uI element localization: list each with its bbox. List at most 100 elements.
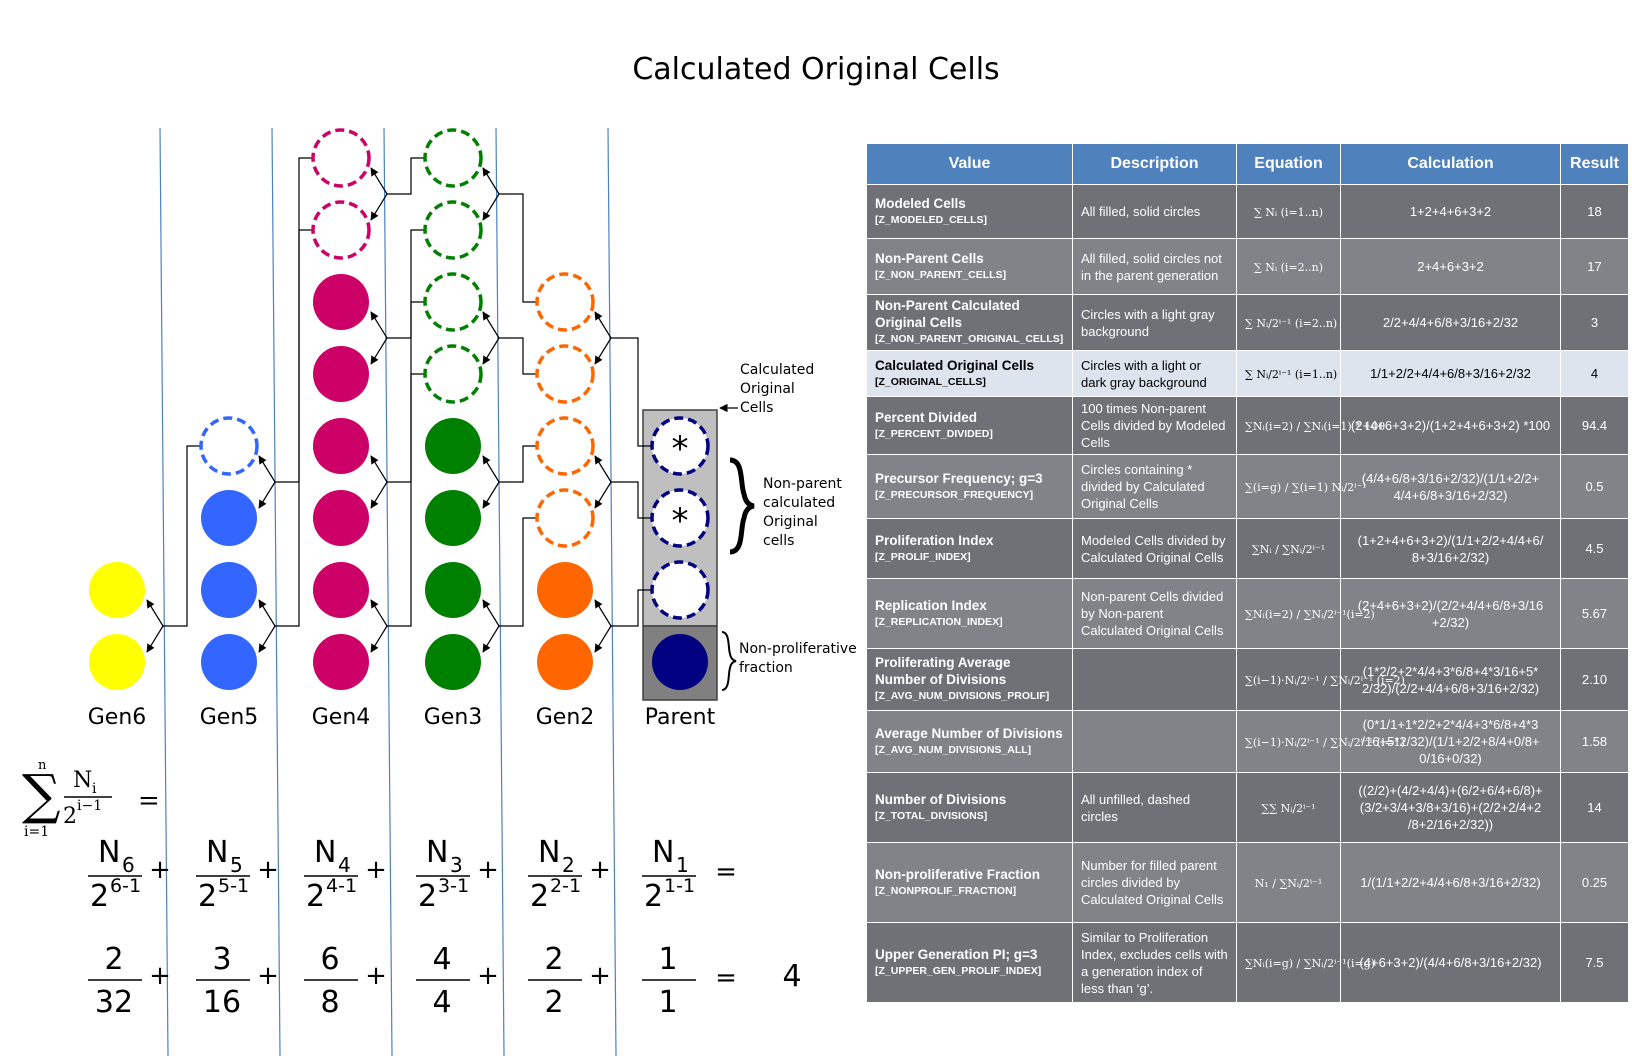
value-code: [Z_MODELED_CELLS] bbox=[875, 213, 988, 226]
term-exponent: 2-1 bbox=[550, 875, 581, 897]
division-cell bbox=[535, 488, 595, 548]
curly-brace-large bbox=[729, 457, 755, 555]
connector-arrow bbox=[258, 625, 276, 653]
svg-text:calculated: calculated bbox=[763, 495, 835, 511]
filled-cell bbox=[89, 634, 145, 690]
value-cell: Replication Index[Z_REPLICATION_INDEX] bbox=[866, 578, 1073, 649]
filled-cell bbox=[537, 634, 593, 690]
connector-arrow bbox=[594, 481, 612, 509]
equation-glyph: ∑∑ Nᵢ/2ⁱ⁻¹ bbox=[1261, 801, 1316, 815]
result-cell: 94.4 bbox=[1560, 396, 1629, 455]
connector bbox=[611, 337, 652, 447]
filled-cell bbox=[425, 490, 481, 546]
metrics-table: Value Description Equation Calculation R… bbox=[866, 143, 1629, 1003]
value-numerator: 4 bbox=[432, 942, 451, 977]
calculation-cell: (1+2+4+6+3+2)/(1/1+2/2+4/4+6/ 8+3/16+2/3… bbox=[1340, 518, 1561, 579]
equation-glyph: N₁ / ∑Nᵢ/2ⁱ⁻¹ bbox=[1254, 876, 1323, 890]
value-code: [Z_PERCENT_DIVIDED] bbox=[875, 427, 993, 440]
connector bbox=[499, 445, 537, 483]
table-row: Precursor Frequency; g=3[Z_PRECURSOR_FRE… bbox=[866, 454, 1629, 519]
term-numerator: N bbox=[206, 835, 228, 870]
lineage-connectors bbox=[146, 157, 652, 653]
calculation-cell: (2+4+6+3+2)/(1+2+4+6+3+2) *100 bbox=[1340, 396, 1561, 455]
result-cell: 3 bbox=[1560, 294, 1629, 351]
term-exponent: 5-1 bbox=[218, 875, 249, 897]
svg-text:Non-parent: Non-parent bbox=[763, 476, 842, 492]
result-cell: 14 bbox=[1560, 772, 1629, 843]
term-exponent: 1-1 bbox=[664, 875, 695, 897]
connector bbox=[275, 157, 313, 483]
equation-glyph: ∑ Nᵢ (i=2..n) bbox=[1253, 260, 1324, 274]
plus-sign: + bbox=[149, 961, 171, 991]
term-subscript: 1 bbox=[676, 853, 689, 877]
summation-formula: n ∑ i=1 N i 2 i−1 = bbox=[22, 758, 160, 840]
svg-text:Original: Original bbox=[763, 514, 818, 530]
term-subscript: 5 bbox=[230, 853, 243, 877]
result-cell: 7.5 bbox=[1560, 922, 1629, 1003]
filled-cell bbox=[313, 346, 369, 402]
header-calculation: Calculation bbox=[1340, 143, 1561, 185]
connector bbox=[387, 373, 425, 627]
table-row: Proliferation Index[Z_PROLIF_INDEX]Model… bbox=[866, 518, 1629, 579]
filled-cell bbox=[652, 634, 708, 690]
description-cell: Modeled Cells divided by Calculated Orig… bbox=[1072, 518, 1237, 579]
value-code: [Z_UPPER_GEN_PROLIF_INDEX] bbox=[875, 964, 1042, 977]
svg-text:fraction: fraction bbox=[739, 660, 793, 676]
value-name: Non-Parent Cells bbox=[875, 250, 984, 266]
division-cell bbox=[535, 272, 595, 332]
description-cell: Circles containing * divided by Calculat… bbox=[1072, 454, 1237, 519]
equation-cell: N₁ / ∑Nᵢ/2ⁱ⁻¹ bbox=[1236, 842, 1341, 923]
value-code: [Z_PRECURSOR_FREQUENCY] bbox=[875, 488, 1034, 501]
value-code: [Z_NON_PARENT_ORIGINAL_CELLS] bbox=[875, 333, 1064, 345]
svg-text:i=1: i=1 bbox=[24, 824, 49, 840]
value-denominator: 8 bbox=[320, 985, 339, 1020]
generation-dividers bbox=[159, 127, 617, 1056]
connector-arrow bbox=[370, 167, 388, 195]
filled-cell bbox=[537, 562, 593, 618]
filled-cell bbox=[201, 562, 257, 618]
connector-arrow bbox=[370, 193, 388, 221]
equation-glyph: ∑ Nᵢ/2ⁱ⁻¹ (i=1..n) bbox=[1245, 367, 1338, 381]
calculation-cell: (0*1/1+1*2/2+2*4/4+3*6/8+4*3 /16+5*2/32)… bbox=[1340, 710, 1561, 773]
equation-glyph: ∑ Nᵢ/2ⁱ⁻¹ (i=2..n) bbox=[1245, 316, 1338, 330]
value-name: Percent Divided bbox=[875, 409, 978, 425]
annotation-nonprolif: Non-proliferative fraction bbox=[721, 631, 857, 691]
table-row: Replication Index[Z_REPLICATION_INDEX]No… bbox=[866, 578, 1629, 649]
value-numerator: 1 bbox=[658, 942, 677, 977]
value-cell: Non-proliferative Fraction[Z_NONPROLIF_F… bbox=[866, 842, 1073, 923]
term-exponent: 3-1 bbox=[438, 875, 469, 897]
value-name: Non-proliferative Fraction bbox=[875, 866, 1041, 882]
division-cell bbox=[650, 488, 710, 548]
equation-cell: ∑ Nᵢ (i=1..n) bbox=[1236, 184, 1341, 239]
description-cell: Circles with a light gray background bbox=[1072, 294, 1237, 351]
value-numerator: 3 bbox=[212, 942, 231, 977]
result-cell: 1.58 bbox=[1560, 710, 1629, 773]
plus-sign: + bbox=[477, 961, 499, 991]
result-cell: 0.5 bbox=[1560, 454, 1629, 519]
description-cell: All unfilled, dashed circles bbox=[1072, 772, 1237, 843]
value-denominator: 1 bbox=[658, 985, 677, 1020]
term-subscript: 6 bbox=[122, 853, 135, 877]
value-denominator: 16 bbox=[203, 985, 241, 1020]
table-header-row: Value Description Equation Calculation R… bbox=[866, 143, 1629, 185]
equation-cell: ∑ Nᵢ/2ⁱ⁻¹ (i=1..n) bbox=[1236, 350, 1341, 397]
equation-glyph: ∑ Nᵢ (i=1..n) bbox=[1253, 205, 1324, 219]
connector-arrow bbox=[594, 337, 612, 365]
calculation-cell: 1/(1/1+2/2+4/4+6/8+3/16+2/32) bbox=[1340, 842, 1561, 923]
description-cell: 100 times Non-parent Cells divided by Mo… bbox=[1072, 396, 1237, 455]
term-exponent: 6-1 bbox=[110, 875, 141, 897]
connector bbox=[499, 193, 537, 303]
calculation-cell: 2+4+6+3+2 bbox=[1340, 238, 1561, 295]
connector-arrow bbox=[258, 481, 276, 509]
equation-cell: ∑Nᵢ(i=2) / ∑Nᵢ/2ⁱ⁻¹(i=2) bbox=[1236, 578, 1375, 649]
generation-divider bbox=[383, 127, 393, 1056]
equation-cell: ∑∑ Nᵢ/2ⁱ⁻¹ bbox=[1236, 772, 1341, 843]
connector-arrow bbox=[482, 311, 500, 339]
division-cell bbox=[535, 416, 595, 476]
sigma-glyph: ∑ bbox=[22, 763, 61, 826]
table-row: Calculated Original Cells[Z_ORIGINAL_CEL… bbox=[866, 350, 1629, 397]
generation-divider bbox=[159, 127, 169, 1056]
